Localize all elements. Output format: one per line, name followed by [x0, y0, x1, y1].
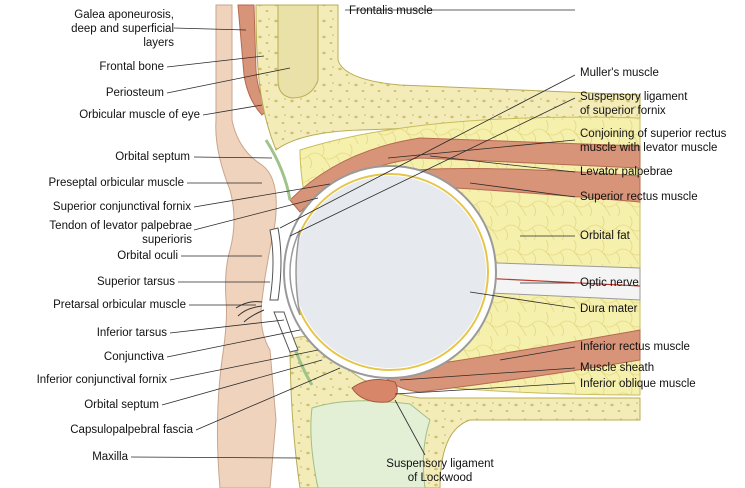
label-inferior-tarsus: Inferior tarsus [96, 327, 167, 339]
lower-tarsus-shape [273, 311, 299, 353]
label-orbital-fat: Orbital fat [580, 230, 630, 242]
maxillary-sinus-shape [310, 400, 431, 488]
label-capsulopalpebral-fascia: Capsulopalpebral fascia [70, 424, 193, 436]
label-superior-rectus-muscle: Superior rectus muscle [580, 191, 698, 203]
label-maxilla: Maxilla [92, 451, 128, 463]
label-dura-mater: Dura mater [580, 303, 638, 315]
label-inferior-oblique-muscle: Inferior oblique muscle [580, 378, 696, 390]
orbital-septum-upper-shape [264, 139, 292, 201]
upper-tarsus-shape [269, 227, 282, 301]
label-superior-conjunctival-fornix: Superior conjunctival fornix [52, 201, 191, 213]
central-vessel [479, 277, 641, 287]
label-mullers-muscle: Muller's muscle [580, 67, 659, 79]
label-superior-tarsus: Superior tarsus [97, 276, 175, 288]
cornea-shape [289, 229, 301, 316]
label-muscle-sheath: Muscle sheath [580, 362, 655, 374]
eyeball-inner [294, 176, 486, 368]
label-periosteum: Periosteum [105, 87, 164, 99]
label-preseptal-orbicular-muscle: Preseptal orbicular muscle [48, 177, 184, 189]
label-suspensory-ligament-superior-fornix: Suspensory ligament of superior fornix [580, 91, 688, 117]
label-inferior-rectus-muscle: Inferior rectus muscle [580, 341, 690, 353]
inferior-rectus-shape [379, 329, 641, 393]
leader-lines-left [130, 27, 341, 459]
label-inferior-conjunctival-fornix: Inferior conjunctival fornix [36, 374, 167, 386]
label-frontalis-muscle: Frontalis muscle [349, 5, 433, 17]
frontal-sinus-shape [277, 4, 319, 99]
label-galea-aponeurosis: Galea aponeurosis, deep and superficial … [71, 9, 174, 49]
label-optic-nerve: Optic nerve [580, 277, 639, 289]
label-orbital-septum-lower: Orbital septum [84, 399, 159, 411]
leader-lines-right [279, 9, 576, 456]
label-orbital-septum-upper: Orbital septum [115, 151, 190, 163]
label-tendon-of-levator: Tendon of levator palpebrae superioris [49, 220, 192, 246]
label-pretarsal-orbicular-muscle: Pretarsal orbicular muscle [53, 299, 186, 311]
eyelashes-shape [235, 301, 265, 323]
label-orbicular-muscle-of-eye: Orbicular muscle of eye [79, 109, 200, 121]
label-frontal-bone: Frontal bone [99, 61, 164, 73]
frontal-bone-shape [255, 4, 641, 151]
label-conjoining-superior-rectus-levator: Conjoining of superior rectus muscle wit… [580, 128, 727, 154]
label-conjunctiva: Conjunctiva [103, 351, 164, 363]
label-orbital-oculi: Orbital oculi [117, 250, 178, 262]
label-suspensory-ligament-lockwood: Suspensory ligament of Lockwood [386, 458, 494, 484]
label-levator-palpebrae: Levator palpebrae [580, 166, 673, 178]
